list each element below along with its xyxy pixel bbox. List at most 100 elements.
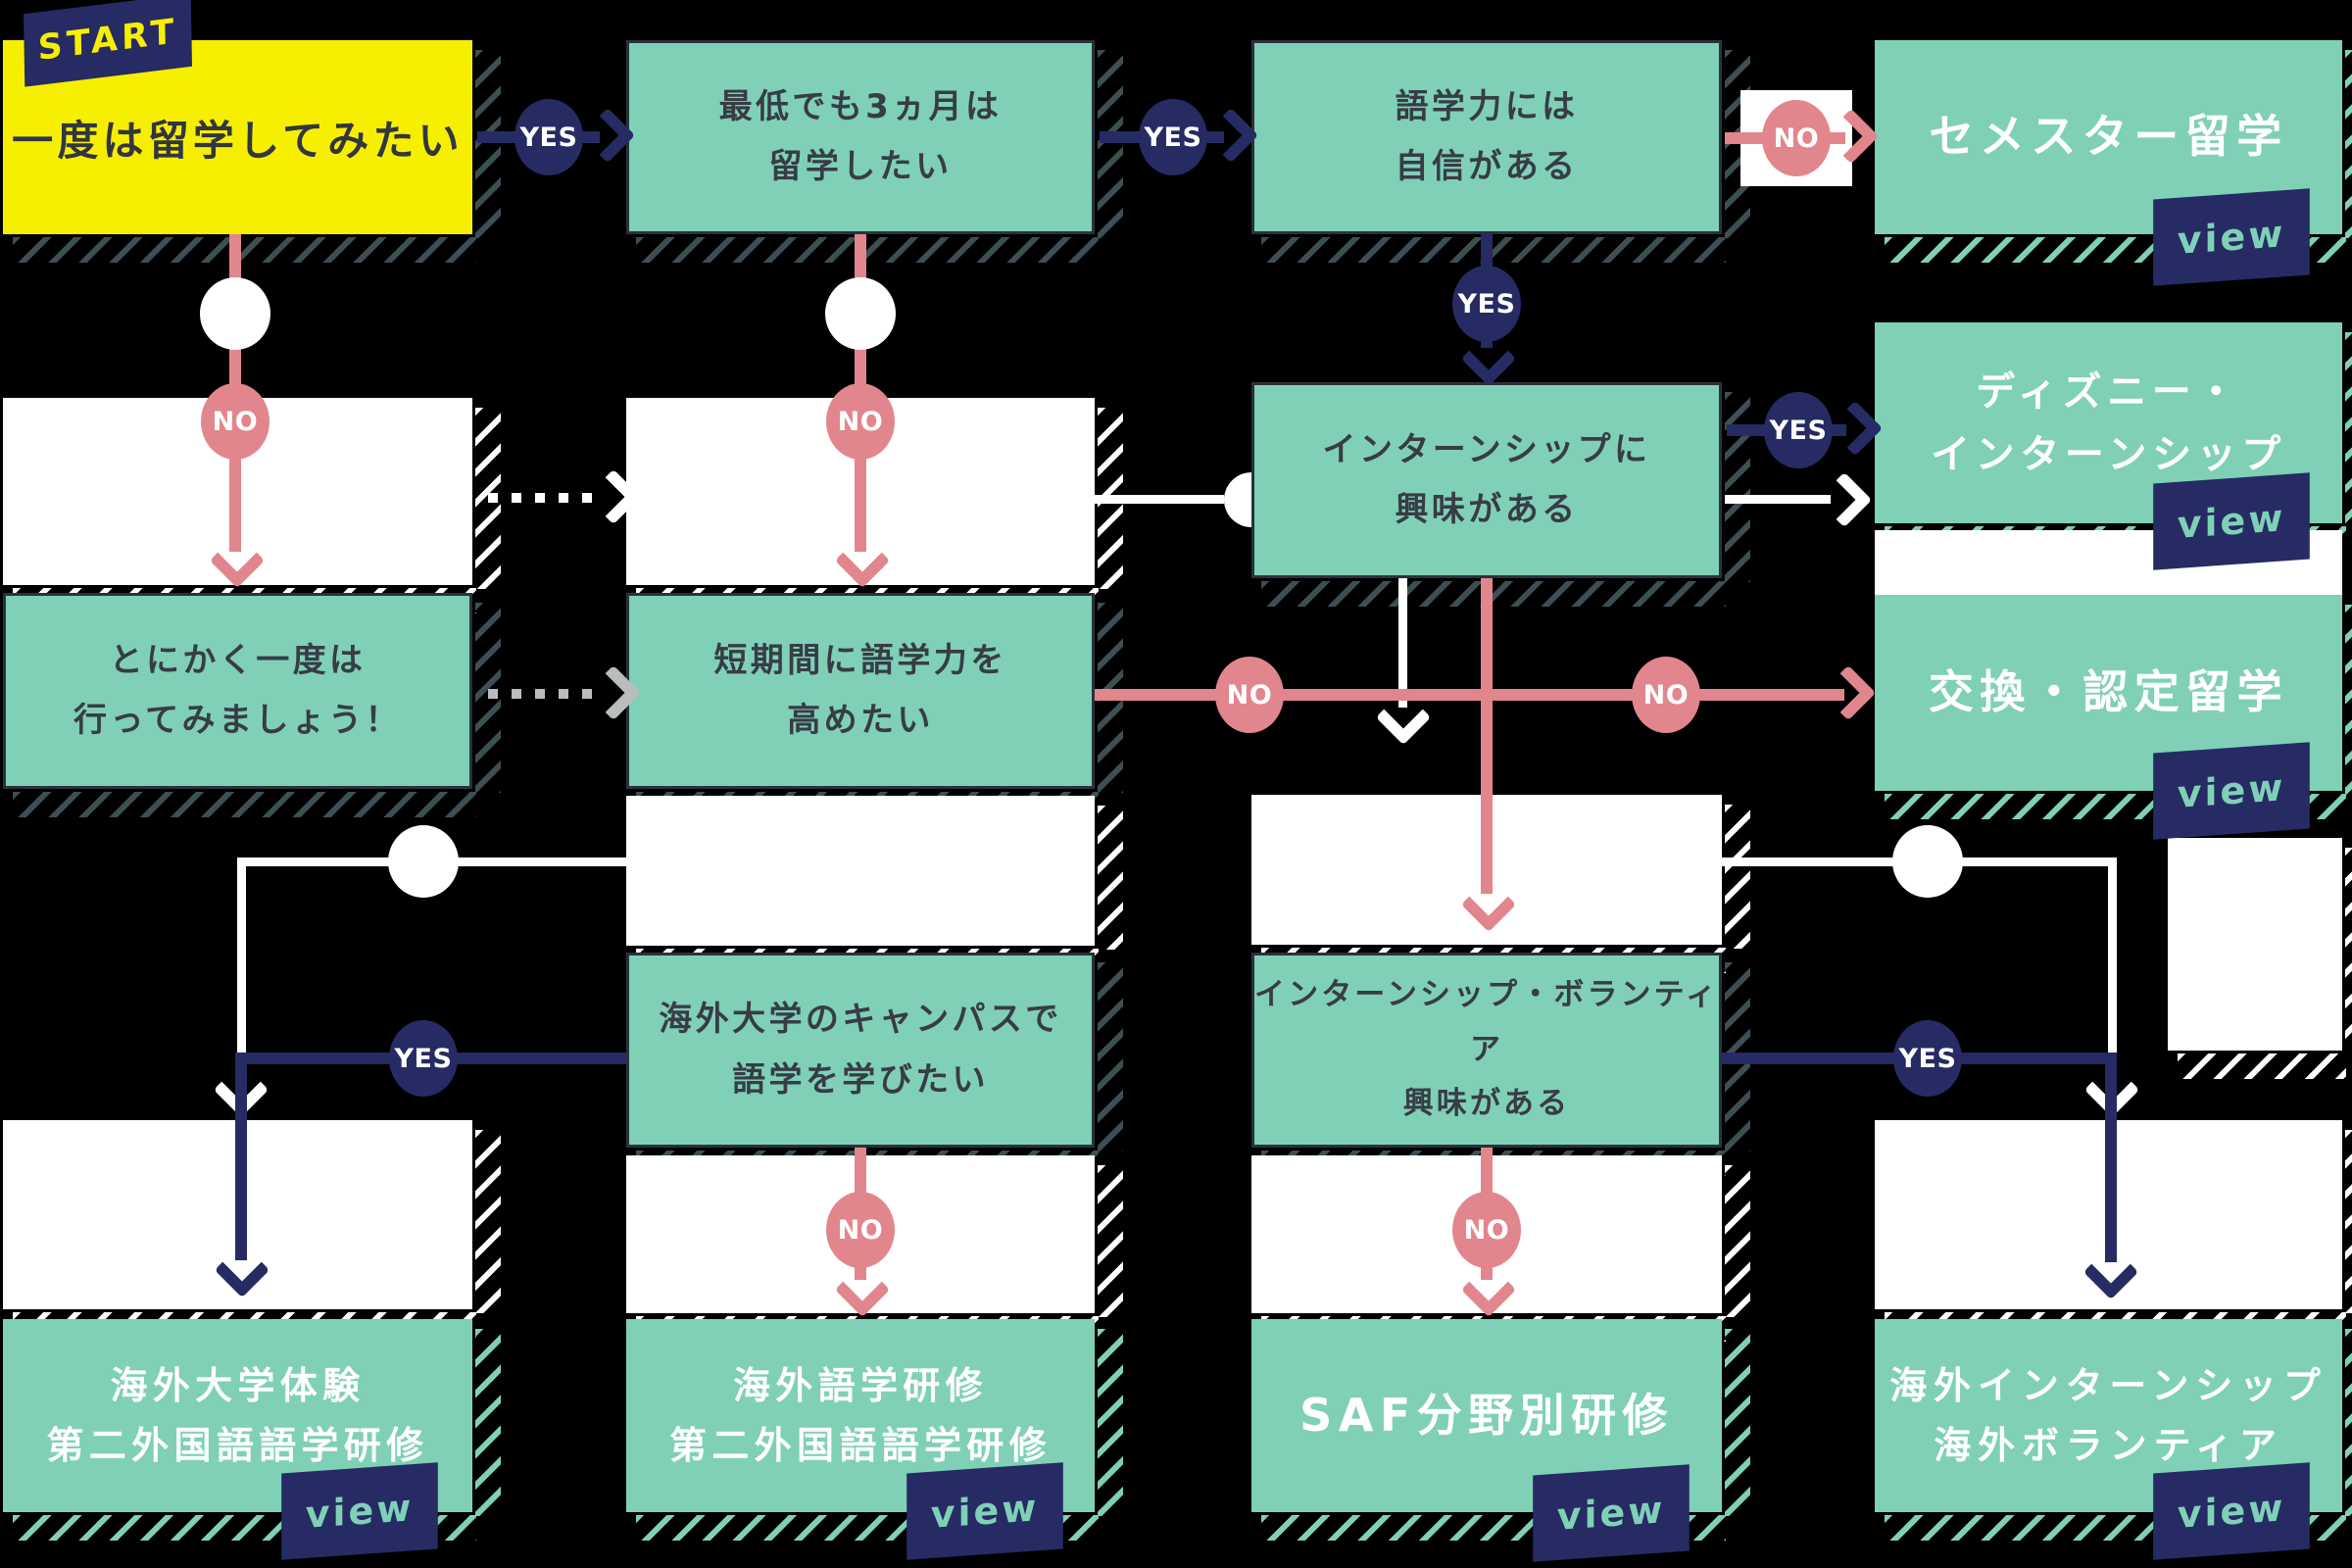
view-button-semester[interactable]: view bbox=[2153, 188, 2310, 286]
yes-label: YES bbox=[519, 122, 578, 153]
view-button-exchange[interactable]: view bbox=[2153, 742, 2310, 840]
node-internabroad-line1: 海外インターンシップ bbox=[1889, 1363, 2328, 1407]
no-badge: NO bbox=[1452, 1192, 1521, 1268]
no-label: NO bbox=[1226, 679, 1273, 710]
hatch-shadow bbox=[1261, 581, 1726, 607]
hatch-shadow bbox=[2345, 1130, 2352, 1313]
view-label: view bbox=[1556, 1488, 1666, 1539]
view-button-internabroad[interactable]: view bbox=[2153, 1462, 2310, 1560]
yes-label: YES bbox=[394, 1043, 453, 1074]
node-confidence-line1: 語学力には bbox=[1395, 86, 1579, 126]
node-univexp[interactable]: 海外大学体験 第二外国語語学研修 bbox=[3, 1319, 472, 1512]
yes-badge: YES bbox=[1893, 1020, 1962, 1097]
no-label: NO bbox=[837, 406, 884, 437]
node-langtrain-line1: 海外語学研修 bbox=[733, 1363, 988, 1407]
hatch-shadow bbox=[636, 237, 1099, 263]
view-button-univexp[interactable]: view bbox=[281, 1462, 438, 1560]
node-disney-line2: インターンシップ bbox=[1931, 431, 2286, 477]
dotted-flow-line bbox=[488, 493, 600, 503]
view-label: view bbox=[2177, 1486, 2286, 1537]
node-disney-line1: ディズニー・ bbox=[1976, 368, 2241, 415]
no-label: NO bbox=[212, 406, 259, 437]
node-min3months-line2: 留学したい bbox=[768, 147, 953, 186]
yes-badge: YES bbox=[1139, 99, 1207, 175]
node-campus-line1: 海外大学のキャンパスで bbox=[659, 1000, 1062, 1040]
node-exchange[interactable]: 交換・認定留学 bbox=[1875, 595, 2342, 791]
connector-circle bbox=[200, 277, 270, 350]
node-shortterm-line1: 短期間に語学力を bbox=[713, 640, 1007, 680]
hatch-shadow bbox=[1098, 1329, 1123, 1516]
dotted-flow-line bbox=[488, 689, 600, 699]
hatch-shadow bbox=[475, 1329, 501, 1516]
node-saf-label: SAF分野別研修 bbox=[1299, 1388, 1674, 1442]
view-label: view bbox=[2177, 496, 2286, 547]
no-badge: NO bbox=[826, 1192, 895, 1268]
yes-badge: YES bbox=[389, 1020, 458, 1097]
view-button-disney[interactable]: view bbox=[2153, 472, 2310, 570]
node-confidence-line2: 自信がある bbox=[1395, 147, 1579, 186]
yes-label: YES bbox=[1898, 1043, 1957, 1074]
view-label: view bbox=[930, 1486, 1040, 1537]
hatch-shadow bbox=[2345, 605, 2352, 795]
flow-line bbox=[855, 1264, 866, 1280]
start-label: START bbox=[37, 12, 178, 69]
flow-line bbox=[855, 1148, 866, 1197]
node-langtrain-line2: 第二外国語語学研修 bbox=[669, 1423, 1052, 1467]
node-internvol: インターンシップ・ボランティア 興味がある bbox=[1251, 953, 1722, 1148]
hatch-shadow bbox=[2345, 332, 2352, 527]
node-exchange-label: 交換・認定留学 bbox=[1928, 665, 2289, 719]
node-min3months-line1: 最低でも3ヵ月は bbox=[718, 86, 1003, 126]
yes-label: YES bbox=[1457, 288, 1516, 319]
arrowhead-right bbox=[1202, 107, 1259, 164]
hatch-shadow bbox=[1725, 392, 1750, 582]
connector-circle bbox=[1892, 825, 1963, 898]
arrowhead-right bbox=[1820, 664, 1877, 721]
hatch-shadow bbox=[2345, 50, 2352, 238]
no-label: NO bbox=[837, 1214, 884, 1246]
node-internvol-line1: インターンシップ・ボランティア bbox=[1254, 976, 1719, 1067]
node-campus-line2: 語学を学びたい bbox=[732, 1059, 989, 1100]
hatch-shadow bbox=[1725, 805, 1750, 949]
hatch-shadow bbox=[1725, 1165, 1750, 1317]
flow-line bbox=[237, 858, 246, 1060]
connector-circle bbox=[825, 277, 896, 350]
hatch-shadow bbox=[2345, 1329, 2352, 1516]
view-label: view bbox=[2177, 765, 2286, 816]
yes-badge: YES bbox=[1452, 266, 1521, 342]
view-button-saf[interactable]: view bbox=[1533, 1464, 1690, 1562]
no-badge: NO bbox=[1215, 657, 1284, 733]
node-internship-line1: インターンシップに bbox=[1322, 429, 1651, 469]
node-anyway-line2: 行ってみましょう！ bbox=[74, 701, 402, 740]
hatch-shadow bbox=[475, 1130, 501, 1313]
spacer-box bbox=[626, 796, 1095, 946]
node-univexp-line2: 第二外国語語学研修 bbox=[46, 1423, 429, 1467]
node-shortterm: 短期間に語学力を 高めたい bbox=[626, 593, 1095, 789]
no-label: NO bbox=[1463, 1214, 1510, 1246]
flow-line bbox=[1481, 578, 1493, 894]
node-campus: 海外大学のキャンパスで 語学を学びたい bbox=[626, 953, 1095, 1148]
no-label: NO bbox=[1642, 679, 1690, 710]
hatch-shadow bbox=[13, 237, 476, 263]
node-shortterm-line2: 高めたい bbox=[787, 701, 934, 740]
node-internabroad-line2: 海外ボランティア bbox=[1934, 1423, 2283, 1467]
hatch-shadow bbox=[1098, 50, 1123, 238]
hatch-shadow bbox=[475, 50, 501, 238]
node-internship-line2: 興味がある bbox=[1395, 490, 1579, 529]
flow-line bbox=[1725, 495, 1831, 504]
flow-line bbox=[1481, 1148, 1493, 1197]
node-anyway: とにかく一度は 行ってみましょう！ bbox=[3, 593, 472, 789]
yes-badge: YES bbox=[514, 99, 583, 175]
flow-line bbox=[235, 1053, 247, 1260]
no-badge: NO bbox=[1762, 100, 1831, 176]
no-badge: NO bbox=[826, 383, 895, 460]
hatch-shadow bbox=[13, 792, 476, 817]
connector-circle bbox=[388, 825, 459, 898]
flow-line bbox=[1095, 495, 1224, 504]
yes-label: YES bbox=[1769, 415, 1828, 446]
hatch-shadow bbox=[2178, 1054, 2346, 1079]
node-internvol-line2: 興味がある bbox=[1402, 1086, 1571, 1122]
view-button-langtrain[interactable]: view bbox=[906, 1462, 1063, 1560]
hatch-shadow bbox=[1725, 1329, 1750, 1516]
node-min3months: 最低でも3ヵ月は 留学したい bbox=[626, 40, 1095, 234]
